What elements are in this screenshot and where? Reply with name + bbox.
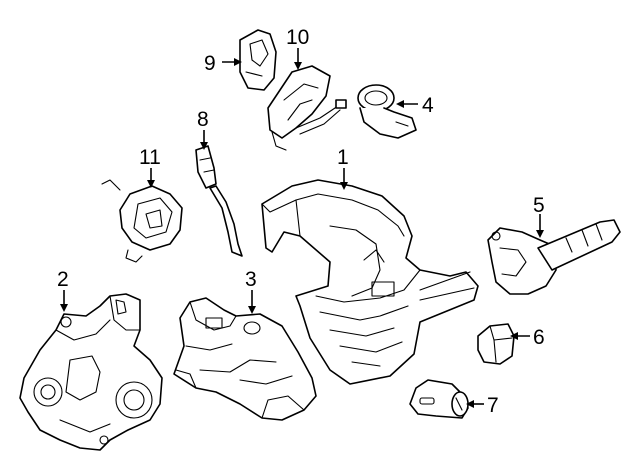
part-3-actuator-housing <box>173 297 317 421</box>
callout-2: 2 <box>57 268 69 291</box>
part-7-lock-cylinder <box>409 379 469 419</box>
leader-lines <box>60 48 544 408</box>
part-10-switch-bracket <box>267 65 347 151</box>
callout-8: 8 <box>197 108 209 131</box>
part-9-knob-insert <box>239 29 277 91</box>
part-6-switch-block <box>477 323 515 365</box>
callout-1: 1 <box>337 146 349 169</box>
callout-11: 11 <box>139 146 161 169</box>
callout-4: 4 <box>422 94 434 117</box>
callout-labels: 1 2 3 4 5 6 7 8 9 10 11 <box>57 26 545 417</box>
part-11-clockspring <box>101 179 183 263</box>
part-5-multifunction-switch <box>487 219 621 295</box>
callout-5: 5 <box>533 194 545 217</box>
part-8-harness <box>195 145 243 257</box>
part-1-column-housing <box>261 179 479 385</box>
callout-9: 9 <box>204 52 216 75</box>
callout-6: 6 <box>533 326 545 349</box>
part-2-ignition-housing <box>19 293 163 451</box>
callout-3: 3 <box>245 268 257 291</box>
callout-10: 10 <box>286 26 309 49</box>
part-4-lock-housing <box>357 84 417 139</box>
callout-7: 7 <box>487 394 499 417</box>
